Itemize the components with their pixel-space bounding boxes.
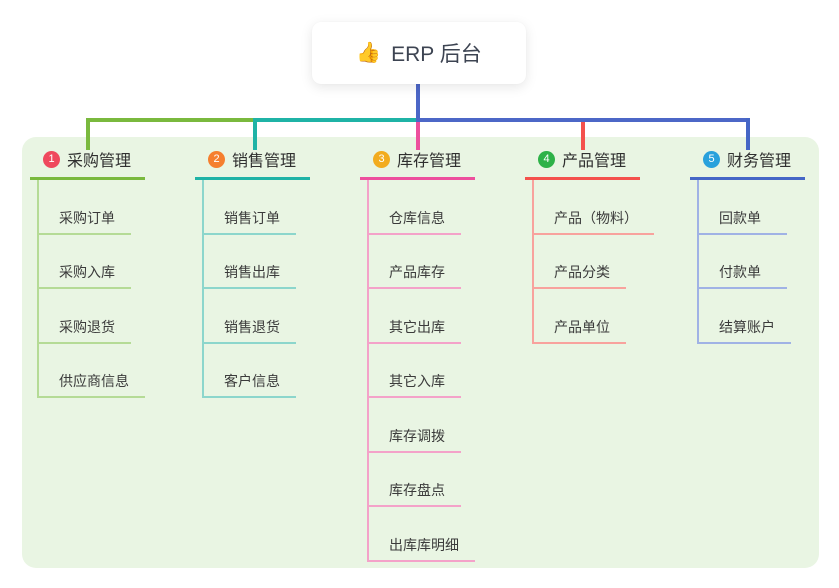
branch-number-badge: 1	[43, 150, 60, 168]
connector-branch-drop-4	[581, 122, 585, 150]
branches-panel	[22, 137, 819, 568]
child-node[interactable]: 回款单	[699, 180, 787, 235]
child-label: 出库库明细	[389, 536, 459, 553]
child-node[interactable]: 出库库明细	[369, 507, 475, 562]
child-node[interactable]: 客户信息	[204, 344, 296, 398]
branch-column-3: 3 库存管理仓库信息产品库存其它出库其它入库库存调拨库存盘点出库库明细	[360, 147, 520, 562]
child-label: 销售退货	[224, 318, 280, 335]
connector-root-drop	[416, 84, 420, 120]
child-label: 付款单	[719, 264, 761, 280]
child-node[interactable]: 仓库信息	[369, 180, 461, 235]
branch-title: 采购管理	[67, 153, 132, 170]
child-node[interactable]: 其它出库	[369, 289, 461, 344]
child-label: 产品（物料）	[554, 209, 638, 226]
child-node[interactable]: 销售订单	[204, 180, 296, 235]
child-label: 库存调拨	[389, 427, 445, 444]
connector-bus-segment-3	[416, 118, 750, 122]
child-node[interactable]: 采购退货	[39, 289, 131, 344]
branch-column-1: 1 采购管理采购订单采购入库采购退货供应商信息	[30, 147, 190, 398]
child-node[interactable]: 其它入库	[369, 344, 461, 398]
branch-children: 销售订单销售出库销售退货客户信息	[202, 180, 296, 398]
child-node[interactable]: 销售出库	[204, 235, 296, 289]
connector-branch-drop-5	[746, 118, 750, 150]
child-node[interactable]: 采购入库	[39, 235, 131, 289]
branch-children: 产品（物料） 产品分类产品单位	[532, 180, 654, 344]
child-label: 其它出库	[389, 318, 445, 335]
child-label: 采购入库	[59, 264, 115, 280]
child-node[interactable]: 产品分类	[534, 235, 626, 289]
child-label: 库存盘点	[389, 482, 445, 498]
child-label: 采购订单	[59, 209, 115, 226]
child-node[interactable]: 产品（物料）	[534, 180, 654, 235]
child-node[interactable]: 供应商信息	[39, 344, 145, 398]
child-label: 结算账户	[719, 318, 775, 335]
child-node[interactable]: 库存调拨	[369, 398, 461, 453]
branch-node-1[interactable]: 1 采购管理	[30, 147, 145, 180]
child-node[interactable]: 销售退货	[204, 289, 296, 344]
connector-branch-drop-2	[253, 118, 257, 150]
branch-number-badge: 3	[373, 150, 390, 168]
child-label: 客户信息	[224, 373, 280, 389]
child-label: 产品单位	[554, 318, 610, 335]
branch-title: 产品管理	[562, 153, 627, 170]
child-label: 销售出库	[224, 264, 280, 280]
child-label: 仓库信息	[389, 209, 445, 226]
connector-branch-drop-1	[86, 118, 90, 150]
child-node[interactable]: 产品库存	[369, 235, 461, 289]
branch-column-2: 2 销售管理销售订单销售出库销售退货客户信息	[195, 147, 355, 398]
child-label: 产品分类	[554, 264, 610, 280]
child-label: 回款单	[719, 209, 761, 226]
branch-node-4[interactable]: 4 产品管理	[525, 147, 640, 180]
branch-children: 回款单付款单结算账户	[697, 180, 791, 344]
thumbs-up-icon: 👍	[356, 42, 382, 64]
branch-number-badge: 4	[538, 150, 555, 168]
branch-children: 采购订单采购入库采购退货供应商信息	[37, 180, 145, 398]
child-label: 销售订单	[224, 209, 280, 226]
connector-bus-segment-1	[86, 118, 257, 122]
branch-column-4: 4 产品管理产品（物料） 产品分类产品单位	[525, 147, 685, 344]
child-node[interactable]: 产品单位	[534, 289, 626, 344]
branch-title: 财务管理	[727, 153, 792, 170]
branch-number-badge: 5	[703, 150, 720, 168]
child-node[interactable]: 付款单	[699, 235, 787, 289]
connector-branch-drop-3	[416, 122, 420, 150]
root-title: ERP 后台	[391, 43, 482, 66]
branch-number-badge: 2	[208, 150, 225, 168]
branch-node-2[interactable]: 2 销售管理	[195, 147, 310, 180]
child-label: 供应商信息	[59, 373, 129, 389]
child-label: 采购退货	[59, 318, 115, 335]
branch-title: 销售管理	[232, 153, 297, 170]
connector-bus-segment-2	[255, 118, 418, 122]
child-node[interactable]: 结算账户	[699, 289, 791, 344]
branch-column-5: 5 财务管理回款单付款单结算账户	[690, 147, 839, 344]
branch-title: 库存管理	[397, 153, 462, 170]
root-node[interactable]: 👍 ERP 后台	[312, 22, 526, 84]
branch-children: 仓库信息产品库存其它出库其它入库库存调拨库存盘点出库库明细	[367, 180, 475, 562]
branch-node-3[interactable]: 3 库存管理	[360, 147, 475, 180]
child-node[interactable]: 库存盘点	[369, 453, 461, 507]
branch-node-5[interactable]: 5 财务管理	[690, 147, 805, 180]
child-label: 其它入库	[389, 373, 445, 389]
child-node[interactable]: 采购订单	[39, 180, 131, 235]
child-label: 产品库存	[389, 264, 445, 280]
